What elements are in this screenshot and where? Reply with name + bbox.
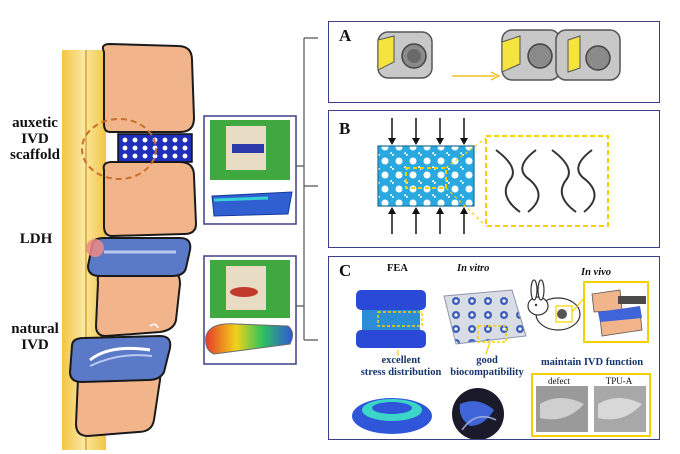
spine-illustration [62, 42, 198, 450]
panel-a-art [377, 29, 621, 81]
caption-stress-distribution: stress distribution [360, 367, 442, 379]
label-auxetic: auxetic [12, 115, 58, 131]
panel-b-tag: B [339, 119, 351, 138]
caption-excellent-stress: excellent stress distribution [351, 355, 451, 379]
panel-c: C FEA In vitro In vivo excellent stress … [328, 256, 660, 440]
label-natural: natural [11, 321, 59, 337]
caption-excellent: excellent [381, 355, 421, 366]
panel-b-art [377, 118, 609, 234]
label-ivd-1: IVD [21, 130, 49, 147]
caption-good-biocompat: good biocompatibility [445, 355, 529, 379]
inset-scaffold [203, 115, 297, 225]
inset-natural [203, 255, 297, 365]
panel-c-tag: C [339, 261, 352, 280]
label-natural-ivd: natural IVD [2, 321, 68, 354]
label-ivd-2: IVD [21, 336, 49, 353]
caption-maintain-ivd: maintain IVD function [540, 357, 644, 368]
ct-label-defect: defect [548, 376, 570, 386]
panel-c-art [352, 279, 651, 440]
col-header-in-vivo: In vivo [581, 267, 612, 278]
caption-biocompatibility: biocompatibility [450, 367, 524, 379]
label-auxetic-ivd-scaffold: auxetic IVD scaffold [2, 115, 68, 163]
panel-a-tag: A [339, 26, 352, 45]
label-ldh: LDH [19, 231, 53, 247]
label-scaffold: scaffold [10, 146, 60, 163]
col-header-fea: FEA [387, 263, 408, 274]
caption-good: good [476, 355, 498, 366]
panel-a: A [328, 21, 660, 103]
panel-b: B [328, 110, 660, 248]
ct-label-tpu-a: TPU-A [605, 376, 633, 386]
col-header-in-vitro: In vitro [457, 263, 490, 274]
